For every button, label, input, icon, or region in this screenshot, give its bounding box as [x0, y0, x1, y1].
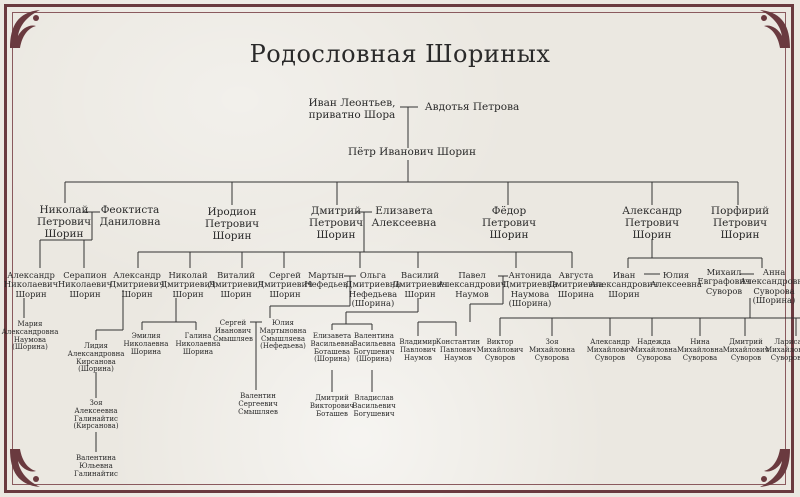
- person-olga-dmitrievna-nefedieva: Ольга Дмитриевна Нефедьева (Шорина): [345, 270, 401, 309]
- person-galina-nikolaevna-shorina: Галина Николаевна Шорина: [175, 332, 221, 356]
- person-alexander-mikhailovich-suvorov: Александр Михайлович Суворов: [586, 338, 634, 362]
- person-mikhail-evgrafovich-suvorov: Михаил Евграфович Суворов: [697, 267, 751, 296]
- person-feoktista-danilovna: Феоктиста Даниловна: [99, 204, 161, 228]
- person-lidia-alexandrovna-kirsanova: Лидия Александровна Кирсанова (Шорина): [67, 342, 125, 374]
- person-vladislav-vasilievich-bogushevich: Владислав Васильевич Богушевич: [352, 394, 396, 418]
- person-valentin-sergeevich-smyshlyaev: Валентин Сергеевич Смышляев: [238, 392, 278, 416]
- person-fedor-petrovich-shorin: Фёдор Петрович Шорин: [481, 205, 537, 241]
- person-nikolai-dmitrievich-shorin: Николай Дмитриевич Шорин: [160, 270, 216, 299]
- person-vitaly-dmitrievich-shorin: Виталий Дмитриевич Шорин: [208, 270, 264, 299]
- board-frame: [4, 4, 794, 493]
- person-dmitry-petrovich-shorin: Дмитрий Петрович Шорин: [308, 205, 364, 241]
- person-nikolai-petrovich-shorin: Николай Петрович Шорин: [36, 204, 92, 240]
- person-avdotya-petrova: Авдотья Петрова: [424, 101, 520, 113]
- ornament-top-left-icon: [6, 6, 52, 52]
- person-konstantin-pavlovich-naumov: Константин Павлович Наумов: [435, 338, 481, 362]
- person-pavel-alexandrovich-naumov: Павел Александрович Наумов: [437, 270, 507, 299]
- person-porfiry-petrovich-shorin: Порфирий Петрович Шорин: [710, 205, 770, 241]
- person-nina-mikhailovna-suvorova: Нина Михайловна Суворова: [676, 338, 724, 362]
- person-vladimir-pavlovich-naumov: Владимир Павлович Наумов: [399, 338, 437, 362]
- person-yulia-martynovna-smyshlyaeva: Юлия Мартыновна Смышляева (Нефедьева): [259, 319, 307, 351]
- person-alexander-nikolaevich-shorin: Александр Николаевич Шорин: [3, 270, 59, 299]
- person-larisa-mikhailovna-suvorova: Лариса Михайловна Суворова: [764, 338, 800, 362]
- person-martyn-nefediev: Мартын Нефедьев: [304, 270, 348, 290]
- person-ivan-alexandrovich-shorin: Иван Александрович Шорин: [589, 270, 659, 299]
- person-maria-alexandrovna-naumova: Мария Александровна Наумова (Шорина): [1, 320, 59, 352]
- ornament-bottom-right-icon: [748, 445, 794, 491]
- person-emilia-nikolaevna-shorina: Эмилия Николаевна Шорина: [123, 332, 169, 356]
- page-title: Родословная Шориных: [249, 40, 551, 68]
- person-anna-alexandrovna-suvorova: Анна Александровна Суворова (Шорина): [740, 267, 800, 306]
- person-sergey-dmitrievich-shorin: Сергей Дмитриевич Шорин: [257, 270, 313, 299]
- person-ivan-leontiev: Иван Леонтьев, приватно Шора: [308, 97, 396, 121]
- person-serapion-nikolaevich-shorin: Серапион Николаевич Шорин: [57, 270, 113, 299]
- person-valentina-vasilievna-bogushevich: Валентина Васильевна Богушевич (Шорина): [352, 332, 396, 364]
- person-dmitry-mikhailovich-suvorov: Дмитрий Михайлович Суворов: [722, 338, 770, 362]
- person-elizaveta-vasilievna-botasheva: Елизавета Васильевна Боташева (Шорина): [310, 332, 354, 364]
- person-viktor-mikhailovich-suvorov: Виктор Михайлович Суворов: [476, 338, 524, 362]
- board-inner-frame: [12, 12, 786, 485]
- person-petr-ivanovich-shorin: Пётр Иванович Шорин: [347, 146, 477, 158]
- person-dmitry-viktorovich-botashev: Дмитрий Викторович Боташев: [309, 394, 355, 418]
- person-antonida-dmitrievna-naumova: Антонида Дмитриевна Наумова (Шорина): [502, 270, 558, 309]
- person-sergey-ivanovich-smyshlyaev: Сергей Иванович Смышляев: [213, 319, 253, 343]
- ornament-bottom-left-icon: [6, 445, 52, 491]
- person-valentina-yulievna-galinaitis: Валентина Юльевна Галинайтис: [74, 454, 118, 478]
- person-yulia-alekseevna: Юлия Алексеевна: [650, 270, 702, 290]
- person-alexander-petrovich-shorin: Александр Петрович Шорин: [622, 205, 682, 241]
- person-elizaveta-alekseevna: Елизавета Алексеевна: [371, 205, 437, 229]
- person-alexander-dmitrievich-shorin: Александр Дмитриевич Шорин: [109, 270, 165, 299]
- person-vasily-dmitrievich-shorin: Василий Дмитриевич Шорин: [392, 270, 448, 299]
- person-irodion-petrovich-shorin: Иродион Петрович Шорин: [204, 206, 260, 242]
- person-nadezhda-mikhailovna-suvorova: Надежда Михайловна Суворова: [630, 338, 678, 362]
- ornament-top-right-icon: [748, 6, 794, 52]
- person-augusta-dmitrievna-shorina: Августа Дмитриевна Шорина: [548, 270, 604, 299]
- person-zoya-mikhailovna-suvorova: Зоя Михайловна Суворова: [528, 338, 576, 362]
- person-zoya-alekseevna-galinaitis: Зоя Алексеевна Галинайтис (Кирсанова): [73, 399, 119, 431]
